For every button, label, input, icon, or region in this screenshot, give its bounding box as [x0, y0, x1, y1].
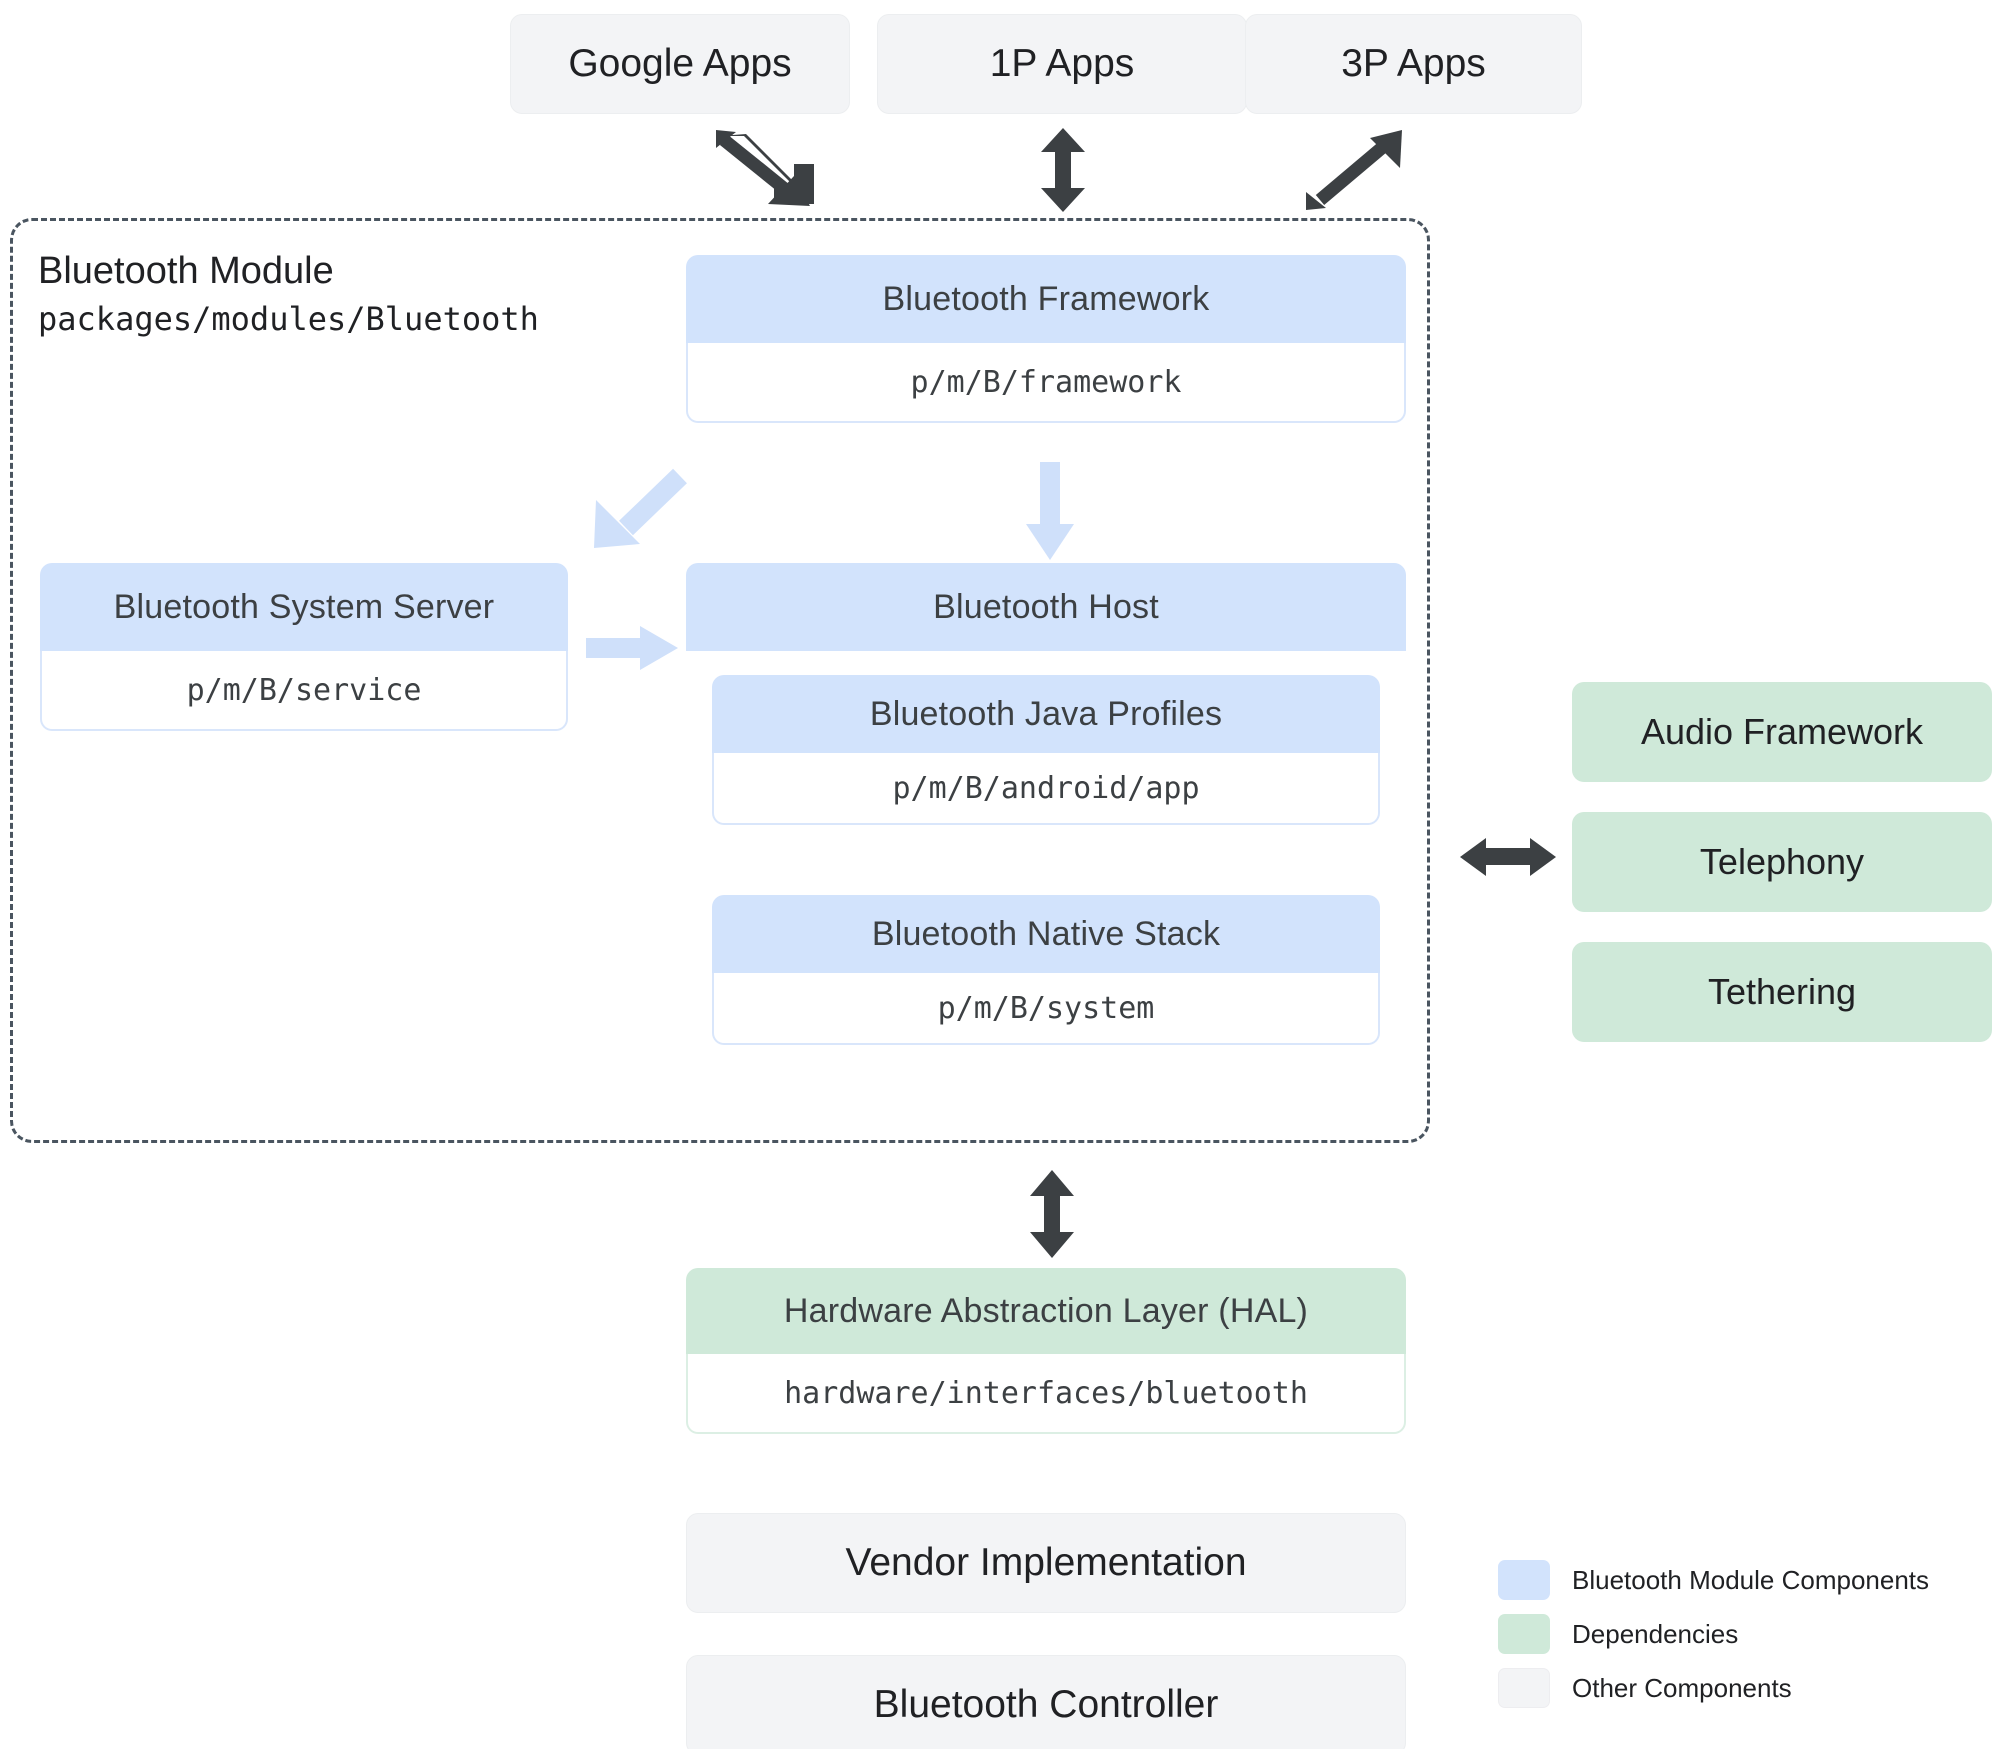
dependency-box-telephony[interactable]: Telephony [1572, 812, 1992, 912]
legend-swatch-dependencies [1498, 1614, 1550, 1654]
app-box-3p-apps[interactable]: 3P Apps [1245, 14, 1582, 114]
legend-label-dependencies: Dependencies [1572, 1618, 1739, 1649]
card-bluetooth-framework-path: p/m/B/framework [686, 343, 1406, 423]
legend-label-other-components: Other Components [1572, 1672, 1792, 1703]
app-box-google-apps-label: Google Apps [568, 42, 792, 85]
arrow-system-server-to-host [586, 626, 678, 670]
arrow-3p-apps-to-framework [1306, 130, 1402, 210]
legend-item-module-components: Bluetooth Module Components [1498, 1560, 1929, 1600]
app-box-1p-apps-label: 1P Apps [989, 42, 1135, 85]
card-bluetooth-host-body: Bluetooth Java Profiles p/m/B/android/ap… [686, 651, 1406, 1101]
legend: Bluetooth Module Components Dependencies… [1498, 1560, 1929, 1722]
card-bluetooth-java-profiles[interactable]: Bluetooth Java Profiles p/m/B/android/ap… [712, 675, 1380, 825]
card-hardware-abstraction-layer-path: hardware/interfaces/bluetooth [686, 1354, 1406, 1434]
card-bluetooth-native-stack-path: p/m/B/system [712, 973, 1380, 1045]
card-bluetooth-framework[interactable]: Bluetooth Framework p/m/B/framework [686, 255, 1406, 423]
legend-label-module-components: Bluetooth Module Components [1572, 1564, 1930, 1595]
card-bluetooth-system-server[interactable]: Bluetooth System Server p/m/B/service [40, 563, 568, 731]
arrow-google-apps-to-framework [716, 130, 814, 206]
app-box-1p-apps[interactable]: 1P Apps [877, 14, 1247, 114]
box-vendor-implementation[interactable]: Vendor Implementation [686, 1513, 1406, 1613]
card-bluetooth-native-stack[interactable]: Bluetooth Native Stack p/m/B/system [712, 895, 1380, 1045]
app-box-3p-apps-label: 3P Apps [1341, 42, 1486, 85]
card-bluetooth-host[interactable]: Bluetooth Host Bluetooth Java Profiles p… [686, 563, 1406, 1101]
arrow-framework-to-host [1026, 462, 1074, 560]
card-bluetooth-framework-title: Bluetooth Framework [686, 255, 1406, 343]
app-box-google-apps[interactable]: Google Apps [510, 14, 850, 114]
dependency-box-tethering[interactable]: Tethering [1572, 942, 1992, 1042]
legend-swatch-other-components [1498, 1668, 1550, 1708]
dependency-box-audio-framework[interactable]: Audio Framework [1572, 682, 1992, 782]
card-hardware-abstraction-layer-title: Hardware Abstraction Layer (HAL) [686, 1268, 1406, 1354]
dependency-box-tethering-label: Tethering [1707, 971, 1857, 1012]
arrow-1p-apps-to-framework [1041, 128, 1085, 212]
box-bluetooth-controller[interactable]: Bluetooth Controller [686, 1655, 1406, 1749]
legend-item-dependencies: Dependencies [1498, 1614, 1929, 1654]
card-bluetooth-native-stack-title: Bluetooth Native Stack [712, 895, 1380, 973]
card-bluetooth-system-server-title: Bluetooth System Server [40, 563, 568, 651]
dependency-box-telephony-label: Telephony [1699, 841, 1865, 882]
card-bluetooth-host-title: Bluetooth Host [686, 563, 1406, 651]
module-title: Bluetooth Module [38, 250, 334, 292]
arrow-module-to-hal [1030, 1170, 1074, 1258]
box-vendor-implementation-label: Vendor Implementation [845, 1541, 1247, 1584]
legend-swatch-module-components [1498, 1560, 1550, 1600]
card-bluetooth-java-profiles-title: Bluetooth Java Profiles [712, 675, 1380, 753]
module-path: packages/modules/Bluetooth [38, 300, 539, 338]
legend-item-other-components: Other Components [1498, 1668, 1929, 1708]
card-bluetooth-system-server-path: p/m/B/service [40, 651, 568, 731]
arrow-host-to-dependencies [1460, 838, 1556, 876]
card-hardware-abstraction-layer[interactable]: Hardware Abstraction Layer (HAL) hardwar… [686, 1268, 1406, 1434]
box-bluetooth-controller-label: Bluetooth Controller [873, 1683, 1219, 1726]
bluetooth-module-frame [10, 218, 1430, 1143]
card-bluetooth-java-profiles-path: p/m/B/android/app [712, 753, 1380, 825]
arrow-framework-to-system-server [594, 468, 687, 548]
dependency-box-audio-framework-label: Audio Framework [1640, 711, 1924, 752]
